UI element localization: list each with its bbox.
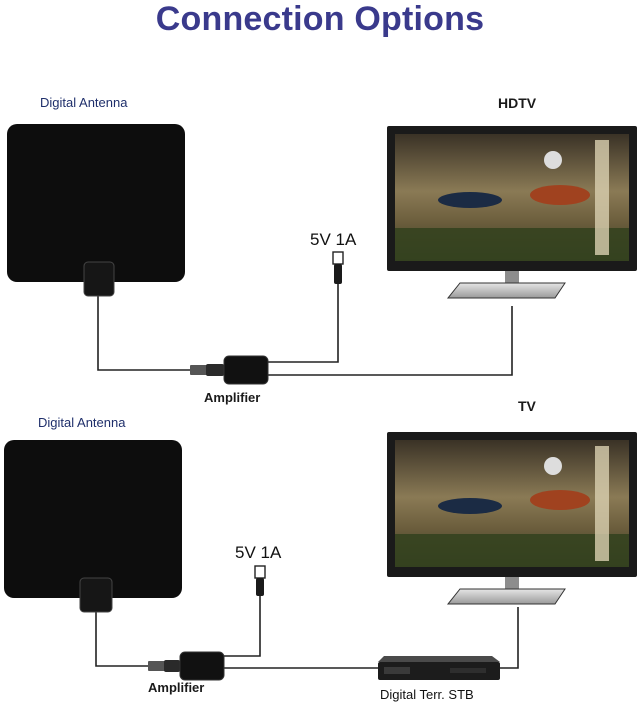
top-antenna-label: Digital Antenna: [40, 95, 128, 110]
bottom-power-label: 5V 1A: [235, 543, 282, 562]
top-power-cable: [268, 284, 339, 363]
top-display-label: HDTV: [498, 95, 537, 111]
top-hdtv: [387, 126, 637, 299]
bottom-display-label: TV: [518, 398, 536, 414]
bottom-antenna-cable: [95, 612, 150, 667]
bottom-setup: [4, 432, 637, 681]
bottom-antenna: [4, 440, 182, 613]
top-setup: [7, 124, 637, 385]
bottom-stb-label: Digital Terr. STB: [380, 687, 474, 702]
bottom-amplifier: [148, 651, 225, 681]
top-antenna: [7, 124, 185, 297]
top-power-label: 5V 1A: [310, 230, 357, 249]
top-amplifier: [190, 355, 269, 385]
page-title: Connection Options: [155, 0, 485, 38]
top-usb-plug: [332, 251, 344, 284]
bottom-antenna-label: Digital Antenna: [38, 415, 126, 430]
top-tv-cable: [268, 306, 513, 376]
bottom-amplifier-label: Amplifier: [148, 680, 205, 695]
bottom-usb-plug: [254, 565, 266, 596]
bottom-tv: [387, 432, 637, 605]
top-amplifier-label: Amplifier: [204, 390, 261, 405]
top-antenna-cable: [97, 296, 192, 371]
bottom-power-cable: [224, 596, 261, 657]
bottom-stb: [378, 656, 500, 680]
bottom-tv-cable: [500, 607, 519, 669]
